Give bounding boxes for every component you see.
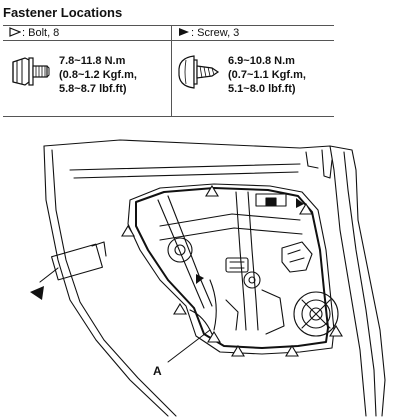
bolt-marker	[207, 330, 221, 343]
bolt-header: : Bolt, 8	[9, 27, 59, 39]
bolt-marker	[231, 344, 245, 357]
page-title: Fastener Locations	[3, 5, 123, 20]
open-triangle-icon	[9, 27, 21, 37]
callout-a-label: A	[153, 364, 162, 378]
bolt-torque-kgf: (0.8~1.2 Kgf.m,	[59, 69, 137, 81]
column-divider	[171, 26, 172, 116]
module-panel	[127, 183, 335, 355]
bolt-torque-lbf: 5.8~8.7 lbf.ft)	[59, 83, 127, 95]
screw-marker	[30, 286, 44, 300]
screw-header: : Screw, 3	[178, 27, 239, 39]
bolt-torque-nm: 7.8~11.8 N.m	[59, 55, 126, 67]
bolt-label: : Bolt, 8	[22, 27, 60, 39]
bolt-torque: 7.8~11.8 N.m (0.8~1.2 Kgf.m, 5.8~8.7 lbf…	[59, 54, 137, 96]
bolt-marker	[173, 302, 187, 315]
callout-a-leader	[167, 329, 211, 363]
bolt-marker	[205, 184, 219, 197]
fastener-table: : Bolt, 8 7.8~11.8 N.m (0.8~1.2 Kgf.m, 5…	[3, 25, 334, 117]
seal-line	[135, 187, 329, 349]
screw-cell: : Screw, 3 6.9~10.8 N.m (0.7~1.1 Kgf.m, …	[172, 26, 334, 116]
screw-icon	[178, 55, 220, 89]
door-module-diagram: A	[30, 139, 386, 417]
bolt-marker	[285, 344, 299, 357]
screw-torque-kgf: (0.7~1.1 Kgf.m,	[228, 69, 306, 81]
bolt-marker	[121, 224, 135, 237]
bolt-cell: : Bolt, 8 7.8~11.8 N.m (0.8~1.2 Kgf.m, 5…	[3, 26, 171, 116]
bolt-marker	[329, 324, 343, 337]
screw-label: : Screw, 3	[191, 27, 240, 39]
speaker	[293, 291, 339, 337]
bolt-icon	[12, 57, 50, 86]
screw-torque: 6.9~10.8 N.m (0.7~1.1 Kgf.m, 5.1~8.0 lbf…	[228, 54, 306, 96]
screw-marker	[296, 198, 304, 208]
screw-torque-nm: 6.9~10.8 N.m	[228, 55, 295, 67]
screw-torque-lbf: 5.1~8.0 lbf.ft)	[228, 83, 296, 95]
door-outer-shell	[43, 139, 386, 417]
bolt-marker	[299, 202, 313, 215]
filled-triangle-icon	[179, 28, 189, 36]
screw-marker	[196, 274, 204, 284]
header-divider	[3, 40, 334, 41]
door-inner-edge	[43, 145, 169, 417]
